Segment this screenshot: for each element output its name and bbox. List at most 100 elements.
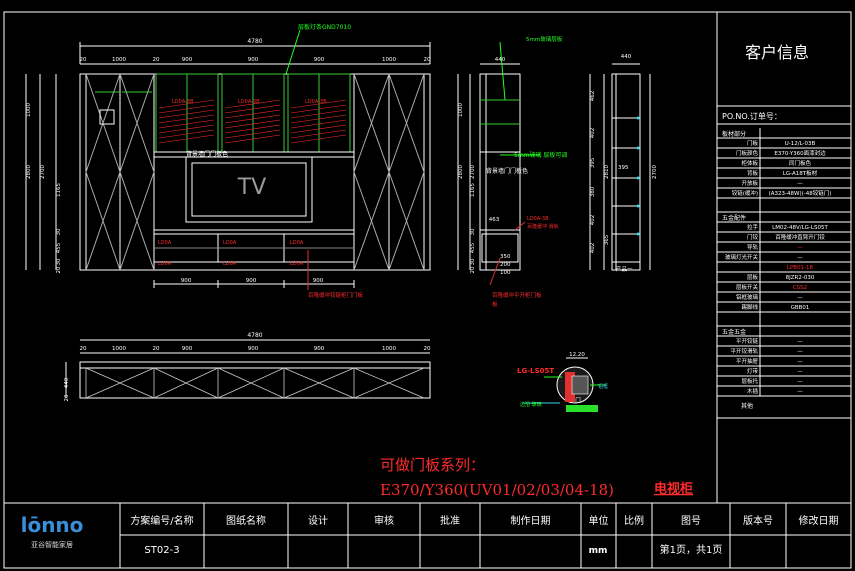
title-header: 修改日期 [799,514,839,527]
height-label: 30 [56,258,62,265]
shelf-pin [636,204,640,208]
hatch-line [290,109,347,119]
detail-profile [565,372,575,402]
segment-label: 20 [153,57,160,63]
info-row-value: — [797,181,803,187]
info-row-label: 铰链(缓冲) [732,189,758,197]
info-row-label: 拉手 [747,223,759,231]
detail-section [571,375,589,395]
right-dim-label: 395 [590,157,596,168]
hatch-line [224,119,281,129]
height-label: 2700 [40,165,46,179]
glass-diagonal [388,73,425,173]
info-row-value: — [797,245,803,251]
hatch-line [158,129,215,139]
side-height-label: 1165 [470,183,476,197]
title-header: 方案编号/名称 [130,514,193,527]
glass-diagonal [85,171,121,271]
segment-label: 900 [182,57,193,63]
hatch-line [224,99,281,109]
drawer-width: 463 [489,217,500,223]
side-mid-label: 背景墙门门板色 [486,167,528,175]
side-red-note: 板 [492,300,498,308]
hatch-line [158,99,215,109]
drawer-label: LD0A [223,261,237,267]
drawer-label: LD0A [158,261,172,267]
info-row-label: 背板 [747,169,759,177]
segment-label: 900 [248,57,259,63]
handle-box [99,109,115,125]
info-row-label: 平开抽屉 [736,357,759,365]
right-outline [611,73,641,271]
right-dim-label: 2700 [652,165,658,179]
glass-diagonal [353,171,390,271]
info-row-value: E370-Y360面漆封边 [774,149,826,157]
side-height-label: 20 [470,266,476,273]
hatch-line [224,104,281,114]
info-row-value: — [797,349,803,355]
plan-segment-label: 900 [182,346,193,352]
section-title: 五金配件 [722,214,746,222]
glass-diagonal [388,171,425,271]
title-header: 设计 [308,514,328,527]
segment-label: 1000 [382,57,396,63]
right-dim-label: 365 [604,234,610,245]
tv-label: TV [237,175,267,200]
plan-cross [153,367,219,399]
hatch-line [290,99,347,109]
plan-depth-label: 20 [64,394,70,401]
detail-cyan-note: 铝框 [598,383,608,390]
overall-width-label: 4780 [247,38,262,45]
info-row-label: 开放板 [741,179,758,187]
hatch-line [158,104,215,114]
red-panel-label: LD0A-3B [238,99,260,105]
hatch-line [158,124,215,134]
title-header: 单位 [589,514,609,527]
info-row-label: 木插 [747,387,759,395]
info-row-label: 踢脚线 [741,303,758,311]
red-panel-label: LD0A-3B [305,99,327,105]
side-height-label: 455 [470,242,476,253]
hatch-line [224,129,281,139]
info-row-value: LPB01-18 [787,265,814,271]
segment-label: 20 [80,57,87,63]
plan-segment-label: 1000 [112,346,126,352]
plan-view [65,339,431,399]
height-label: 1000 [26,103,32,117]
title-block [119,503,852,568]
info-row-value: GBB01 [791,305,810,311]
plan-cross [217,367,285,399]
side-height-label: 1000 [458,103,464,117]
drawer-label: LD0A [223,240,237,246]
info-row-label: 门板 [747,139,759,147]
right-dim-label: 462 [590,91,596,102]
title-header: 批准 [440,514,460,527]
plan-segment-label: 20 [153,346,160,352]
side-outline [479,73,521,271]
remarks-label: 其他 [741,402,753,410]
hatch-line [158,114,215,124]
side-height-label: 30 [470,258,476,265]
glass-note: 5mm玻璃层板 [526,35,563,43]
drawer-dim: 200 [500,262,511,268]
detail-label: LG-LS05T [517,367,554,375]
plan-crosses [85,367,425,399]
title-header: 图号 [681,515,701,527]
hatch-line [290,129,347,139]
info-row-value: — [797,339,803,345]
height-label: 2800 [26,165,32,179]
front-view [25,29,431,290]
shelf-pin [636,116,640,120]
detail-view [522,357,606,412]
plan-number: ST02-3 [144,545,179,556]
sheet-value: 第1页，共1页 [660,543,723,556]
right-dim-label: 402 [590,243,596,254]
info-row-label: 层板开关 [736,283,759,291]
leader-red [489,257,501,286]
drawer-label: LD0A [290,240,304,246]
glass-diagonal [85,73,121,173]
logo-sub: 亚谷智能家居 [31,540,73,549]
title-header: 图纸名称 [226,514,266,527]
hatch-line [290,134,347,144]
